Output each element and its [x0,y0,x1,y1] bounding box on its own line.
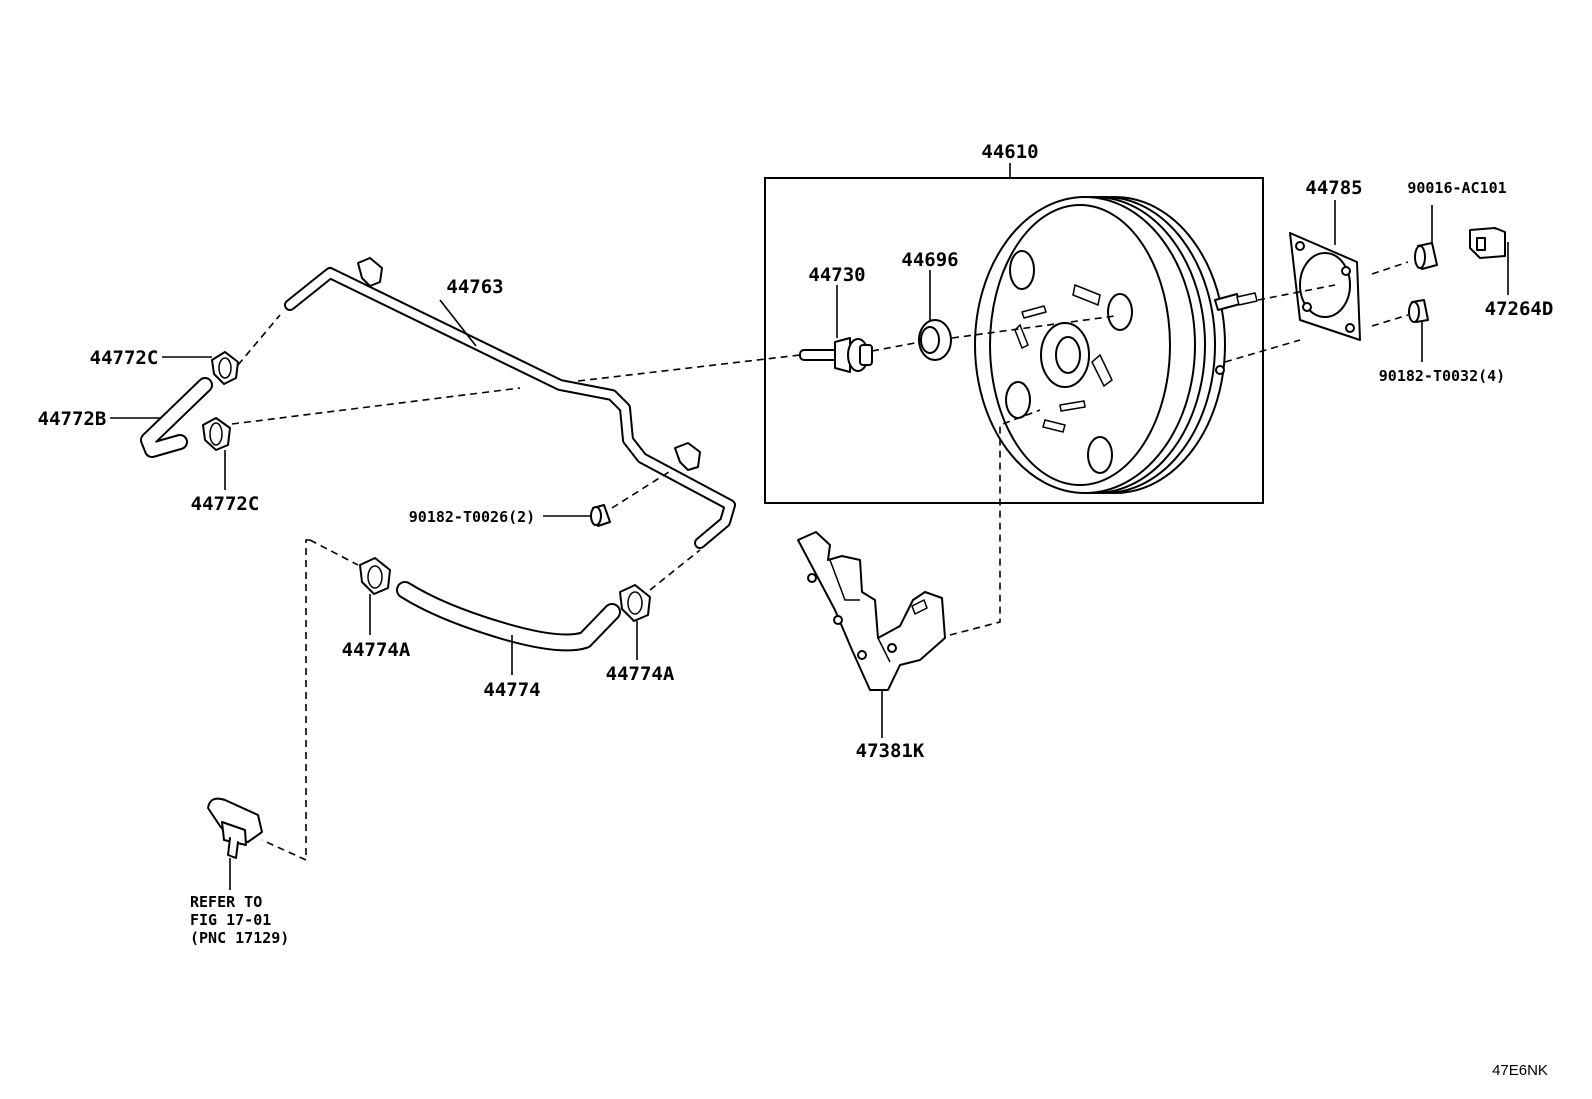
clamp-44774a-right: 44774A [606,584,675,685]
label-44774[interactable]: 44774 [483,679,540,701]
label-44696[interactable]: 44696 [901,249,958,271]
label-44774a-right[interactable]: 44774A [606,663,675,685]
label-47381k[interactable]: 47381K [856,740,925,762]
label-90016-ac101[interactable]: 90016-AC101 [1407,179,1506,197]
grommet-44696: 44696 [901,249,959,361]
assembly-frame [764,177,1264,504]
label-44774a-left[interactable]: 44774A [342,639,411,661]
label-44610[interactable]: 44610 [981,141,1038,163]
booster-assembly-group: 44610 [764,141,1264,504]
clamp-44772c-top: 44772C [90,347,239,385]
refer-line-3: (PNC 17129) [190,929,289,947]
label-44763[interactable]: 44763 [446,276,503,298]
label-90182-t0026[interactable]: 90182-T0026(2) [409,508,535,526]
pipe-clip-mid [674,442,701,471]
clamp-44772c-bottom: 44772C [191,417,260,515]
check-valve-44730: 44730 [799,264,873,373]
refer-line-2: FIG 17-01 [190,911,271,929]
nut-90182-t0032: 90182-T0032(4) [1379,299,1505,385]
hose-44772b: 44772B [38,377,213,458]
clamp-44774a-left: 44774A [342,557,411,661]
gasket-44785: 44785 [1289,177,1363,341]
nut-90182-t0026: 90182-T0026(2) [409,504,611,527]
label-44730[interactable]: 44730 [808,264,865,286]
label-44772c-top[interactable]: 44772C [90,347,159,369]
diagram-code: 47E6NK [1492,1062,1548,1079]
bracket-47381k: 47381K [797,531,946,762]
refer-clip [207,797,263,890]
hose-44774: 44774 [396,581,621,701]
pipe-clip-top [357,257,383,287]
label-44772c-bottom[interactable]: 44772C [191,493,260,515]
label-44772b[interactable]: 44772B [38,408,107,430]
brake-booster-body [974,196,1258,494]
vacuum-pipe-44763: 44763 [284,267,736,549]
label-47264d[interactable]: 47264D [1485,298,1554,320]
label-44785[interactable]: 44785 [1305,177,1362,199]
bushing-90016: 90016-AC101 [1407,179,1507,270]
refer-line-1: REFER TO [190,893,262,911]
label-90182-t0032[interactable]: 90182-T0032(4) [1379,367,1505,385]
leader-44763 [439,299,477,347]
bracket-47264d: 47264D [1469,227,1554,320]
